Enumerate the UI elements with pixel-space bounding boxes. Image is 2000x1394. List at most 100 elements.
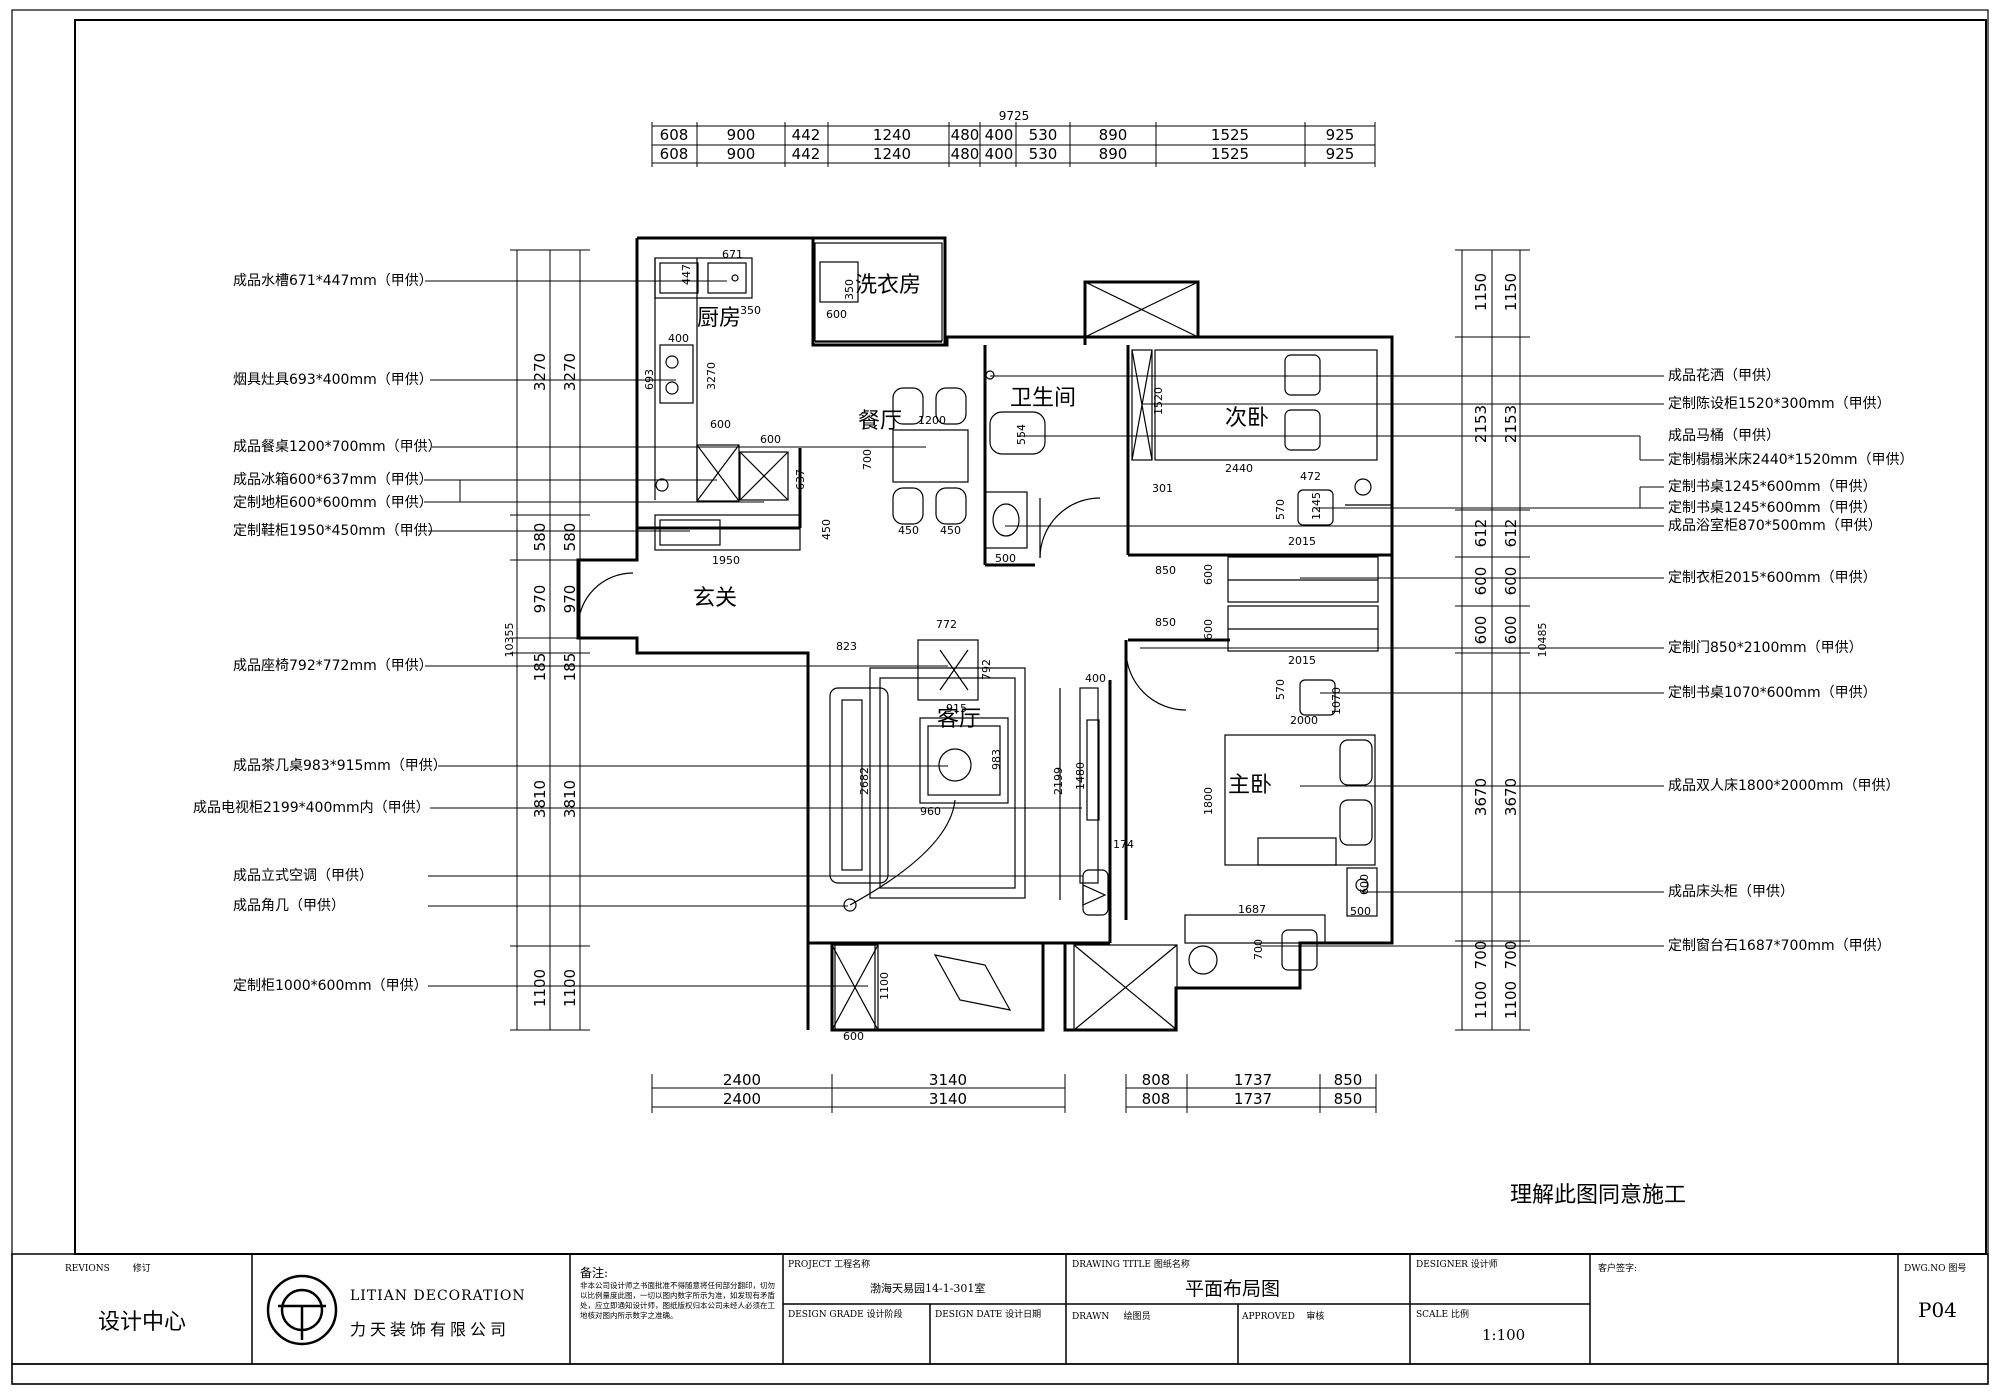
left-dim-580a: 580: [531, 523, 549, 552]
right-dim-600a: 600: [1472, 567, 1490, 596]
kitchen-fixtures: [654, 257, 801, 551]
project-value: 渤海天易园14-1-301室: [870, 1282, 986, 1295]
left-label-9: 成品电视柜2199*400mm内（甲供）: [193, 800, 430, 816]
left-dim-1100b: 1100: [561, 969, 579, 1007]
top-dimension-chain: 9725 608 900 442 1240 480 400 530 890 1: [651, 109, 1376, 167]
left-label-12: 定制柜1000*600mm（甲供）: [233, 978, 428, 994]
bottom-dim-850: 850: [1334, 1071, 1363, 1089]
living-dims: 772 792 823 915 983 2682 960 400 2199 14…: [836, 618, 1134, 851]
bathroom-fixtures: [984, 370, 1101, 559]
dim-450-chair-a: 450: [898, 524, 919, 537]
right-label-7: 成品浴室柜870*500mm（甲供）: [1668, 517, 1882, 534]
dim-1520: 1520: [1152, 387, 1165, 415]
left-dim-970b: 970: [561, 585, 579, 614]
drawn-label: DRAWN 绘图员: [1072, 1312, 1151, 1323]
right-dim-600c: 600: [1472, 616, 1490, 645]
left-label-2: 烟具灶具693*400mm（甲供）: [233, 372, 433, 388]
bathroom-dims: 554 500: [995, 424, 1028, 565]
dim-472: 472: [1300, 470, 1321, 483]
wardrobes: [1227, 556, 1379, 652]
left-dim-3810a: 3810: [531, 780, 549, 818]
top-dim-1: 608: [660, 126, 689, 144]
dim-823: 823: [836, 640, 857, 653]
dim-554: 554: [1015, 424, 1028, 445]
approved-cn: 审核: [1306, 1312, 1325, 1322]
second-bedroom-fixtures: [1131, 349, 1392, 526]
dim-301: 301: [1152, 482, 1173, 495]
revisions-cn: 修订: [132, 1264, 151, 1274]
left-callouts: 成品水槽671*447mm（甲供） 烟具灶具693*400mm（甲供） 成品餐桌…: [193, 273, 1083, 994]
dim-915: 915: [946, 702, 967, 715]
balcony-dims: 1100 600: [843, 972, 891, 1043]
left-label-6: 定制鞋柜1950*450mm（甲供）: [233, 523, 442, 539]
right-dim-total: 10485: [1536, 623, 1549, 658]
right-dim-3670a: 3670: [1472, 778, 1490, 816]
bottom-dim-808: 808: [1142, 1071, 1171, 1089]
designer-cn: 设计师: [1470, 1260, 1498, 1270]
right-dim-600d: 600: [1502, 616, 1520, 645]
right-label-10: 定制书桌1070*600mm（甲供）: [1668, 685, 1877, 701]
walls: [576, 236, 1394, 1032]
dim-792: 792: [980, 659, 993, 680]
dim-850-a: 850: [1155, 564, 1176, 577]
design-center: 设计中心: [98, 1310, 187, 1335]
dining-fixtures: [892, 387, 969, 525]
dim-600-night: 600: [1358, 874, 1371, 895]
design-date-cn: 设计日期: [1005, 1310, 1042, 1320]
right-label-12: 成品床头柜（甲供）: [1668, 884, 1794, 900]
left-label-5: 定制地柜600*600mm（甲供）: [233, 495, 433, 511]
design-grade-label: DESIGN GRADE 设计阶段: [788, 1310, 903, 1321]
bottom-dim-3140b: 3140: [929, 1090, 967, 1108]
dim-600-wd-b: 600: [1202, 619, 1215, 640]
top-dim-4: 1240: [873, 126, 911, 144]
top-dim-7b: 530: [1029, 145, 1058, 163]
second-bedroom-dims: 1520 2440 301 472 1245 570 2015: [1152, 387, 1323, 548]
left-dim-185a: 185: [531, 653, 549, 682]
left-label-4: 成品冰箱600*637mm（甲供）: [233, 472, 433, 488]
right-dim-1100a: 1100: [1472, 981, 1490, 1019]
room-bathroom: 卫生间: [1010, 386, 1076, 411]
balcony-fixtures: [834, 944, 1012, 1031]
dim-400-stove: 400: [668, 332, 689, 345]
bottom-dim-1737b: 1737: [1234, 1090, 1272, 1108]
top-dim-1b: 608: [660, 145, 689, 163]
dim-2682: 2682: [858, 767, 871, 795]
title-block: REVIONS 修订 设计中心 LITIAN DECORATION 力天装饰有限…: [0, 1254, 2000, 1364]
designer-en: DESIGNER: [1416, 1260, 1468, 1270]
dim-174: 174: [1113, 838, 1134, 851]
wardrobe-dims: 600 600 850 850 2015: [1155, 564, 1316, 667]
dim-600-wd-a: 600: [1202, 564, 1215, 585]
right-dim-1150b: 1150: [1502, 273, 1520, 311]
dim-350-kitchen: 350: [740, 304, 761, 317]
right-dim-700b: 700: [1502, 941, 1520, 970]
top-dim-5: 480: [951, 126, 980, 144]
master-bedroom-fixtures: [1125, 649, 1378, 975]
left-dim-185b: 185: [561, 653, 579, 682]
left-label-3: 成品餐桌1200*700mm（甲供）: [233, 439, 442, 455]
dim-600-laundry: 600: [826, 308, 847, 321]
company-logo: [266, 1274, 338, 1346]
top-dim-3b: 442: [792, 145, 821, 163]
dim-1480: 1480: [1074, 762, 1087, 790]
entrance-door: [577, 572, 634, 629]
scale-value: 1:100: [1482, 1326, 1526, 1344]
bottom-dim-808b: 808: [1142, 1090, 1171, 1108]
left-label-1: 成品水槽671*447mm（甲供）: [233, 273, 433, 289]
top-dim-9b: 1525: [1211, 145, 1249, 163]
dim-1100-bal: 1100: [878, 972, 891, 1000]
right-dim-1100b: 1100: [1502, 981, 1520, 1019]
living-room-fixtures: [829, 639, 1109, 916]
dim-2015-a: 2015: [1288, 535, 1316, 548]
top-dim-5b: 480: [951, 145, 980, 163]
dim-960: 960: [920, 805, 941, 818]
top-dim-7: 530: [1029, 126, 1058, 144]
dwg-no-label: DWG.NO 图号: [1904, 1264, 1966, 1275]
left-dim-total: 10355: [503, 623, 516, 658]
right-dim-612a: 612: [1472, 519, 1490, 548]
note-body: 非本公司设计师之书面批准不得随意将任何部分翻印，切勿以比例量度此图，一切以图内数…: [580, 1281, 775, 1320]
right-dim-600b: 600: [1502, 567, 1520, 596]
top-dim-10: 925: [1326, 126, 1355, 144]
company-name-cn: 力天装饰有限公司: [350, 1320, 511, 1339]
right-dim-700a: 700: [1472, 941, 1490, 970]
left-label-11: 成品角几（甲供）: [233, 898, 345, 914]
